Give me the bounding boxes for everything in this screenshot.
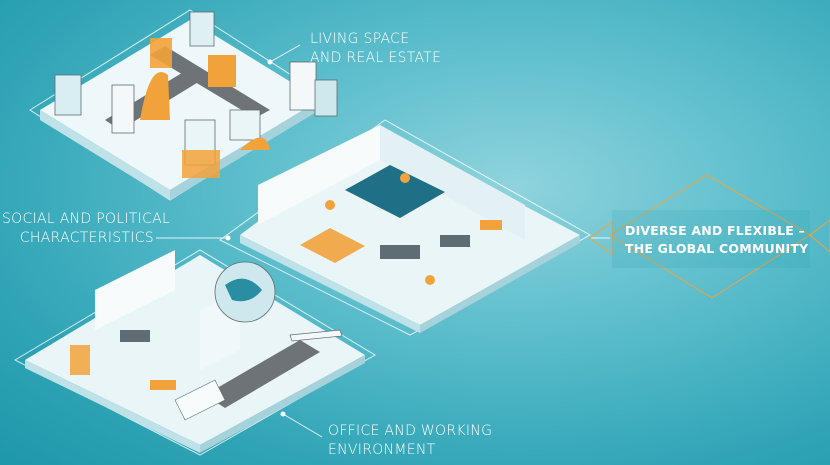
global-community-callout: DIVERSE AND FLEXIBLE – THE GLOBAL COMMUN… [625, 222, 808, 258]
social-political-label: SOCIAL AND POLITICAL CHARACTERISTICS [2, 210, 171, 248]
office-working-label-line1: OFFICE AND WORKING [328, 423, 493, 439]
social-political-label-line2: CHARACTERISTICS [19, 230, 154, 246]
office-connector [282, 413, 323, 438]
office-working-label: OFFICE AND WORKING ENVIRONMENT [328, 422, 492, 460]
office-platform [25, 250, 365, 453]
callout-frame [589, 174, 830, 299]
living-space-label-line2: AND REAL ESTATE [310, 50, 442, 66]
connector-lines [156, 44, 610, 438]
social-platform [240, 125, 580, 333]
living-connector [269, 44, 301, 63]
living-space-label: LIVING SPACE AND REAL ESTATE [310, 30, 441, 68]
connector-dots [225, 59, 286, 417]
callout-line1: DIVERSE AND FLEXIBLE – [625, 223, 805, 238]
social-political-label-line1: SOCIAL AND POLITICAL [2, 211, 171, 227]
living-space-label-line1: LIVING SPACE [310, 31, 410, 47]
living-space-platform [40, 11, 338, 200]
callout-line2: THE GLOBAL COMMUNITY [625, 241, 809, 256]
office-working-label-line2: ENVIRONMENT [328, 442, 436, 458]
